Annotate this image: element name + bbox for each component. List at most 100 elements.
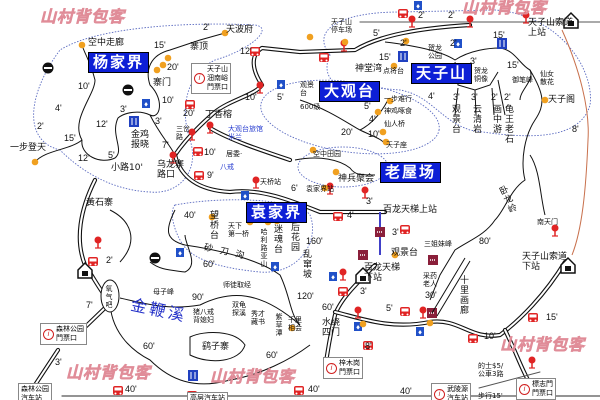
place-label: 百龙天梯 下站 (364, 263, 401, 283)
place-label: 云清岩 (471, 104, 481, 134)
walk-time-label: 3' (55, 357, 62, 367)
scenic-spot-dot (379, 128, 387, 136)
walk-time-label: 10' (78, 81, 90, 91)
scenic-spot-dot (159, 61, 167, 69)
place-label: 乌龙寨 路口 (157, 160, 185, 180)
svg-text:♦: ♦ (242, 194, 247, 201)
place-label: 百龙天梯上站 (383, 205, 438, 215)
info-icon: i (43, 328, 54, 340)
walk-time-label: 15' (154, 40, 166, 50)
place-label: 大观台旅馆 米兰 (228, 125, 263, 141)
bus-stop-pin-icon (361, 186, 369, 199)
toilet-icon: ♦ (454, 39, 462, 49)
place-label: 猪八戒 背媳妇 (193, 308, 214, 324)
walk-time-label: 5' (364, 101, 371, 111)
walk-time-label: 5' (277, 92, 284, 102)
walk-time-label: 8' (365, 341, 372, 351)
scenic-spot-dot (78, 41, 86, 49)
walk-time-label: 4' (347, 210, 354, 220)
scenic-spot-dot (221, 29, 229, 37)
region-label: 杨家界 (88, 52, 150, 73)
svg-text:♦: ♦ (143, 102, 148, 109)
svg-text:♦: ♦ (415, 4, 420, 11)
walk-time-label: 80' (479, 236, 491, 246)
scenic-spot-dot (426, 319, 434, 327)
toilet-icon: ♦ (416, 327, 424, 337)
scenic-spot-dot (332, 168, 340, 176)
walk-time-label: 2' (400, 38, 407, 48)
place-label: 观景台 (391, 248, 419, 258)
yangjiajie-boundary (33, 23, 263, 193)
oxygen-bar-ellipse (100, 279, 120, 313)
place-label: 御笔峰 (512, 76, 533, 84)
scenic-spot-dot (541, 96, 549, 104)
road-segment (34, 349, 59, 386)
place-label: 空中田园 (313, 150, 341, 158)
scenic-spot-dot (386, 97, 394, 105)
bus-icon (338, 287, 348, 296)
info-box-text: 標志門 門票口 (532, 380, 553, 397)
walk-time-label: 40' (400, 386, 412, 396)
walk-time-label: 7' (162, 140, 169, 150)
svg-text:♦: ♦ (177, 251, 182, 258)
restaurant-icon (398, 51, 408, 62)
walk-time-label: 2' (448, 10, 455, 20)
scenic-spot-dot (359, 320, 367, 328)
place-label: 采药 老人 (423, 272, 437, 288)
place-label: 乱窜坡 (301, 249, 311, 279)
walk-time-label: 9' (207, 170, 214, 180)
place-label: 贺龙 铜像 (474, 67, 488, 83)
place-label: 观景 台 (300, 81, 314, 97)
place-label: 鹞子寨 (202, 342, 230, 352)
place-label: 空中走廊 (88, 38, 125, 48)
bus-icon (398, 9, 408, 18)
bus-icon (363, 341, 373, 350)
bus-icon (528, 313, 538, 322)
no-entry-icon (122, 84, 134, 96)
svg-text:♦: ♦ (455, 42, 460, 49)
toilet-icon: ♦ (414, 1, 422, 11)
watermark-logo: 山村背包客 (500, 335, 586, 354)
walk-time-label: 30' (425, 290, 437, 300)
walk-time-label: 3' (360, 286, 367, 296)
place-label: 神鸡啄食 (384, 107, 412, 115)
scenic-spot-dot (288, 324, 296, 332)
walk-time-label: 7' (86, 300, 93, 310)
walk-time-label: 3' (120, 104, 127, 114)
walk-time-label: 4' (55, 103, 62, 113)
place-label: 氧气吧 (105, 285, 113, 309)
scenic-spot-dot (309, 146, 317, 154)
walk-time-label: 15' (507, 60, 519, 70)
scenic-spot-dot (382, 138, 390, 146)
bus-icon (333, 212, 343, 221)
info-box-text: 森林公园 汽车站 (21, 385, 49, 400)
bus-stop-pin-icon (169, 151, 177, 164)
walk-time-label: 2' (203, 22, 210, 32)
walk-time-label: 4' (369, 114, 376, 124)
place-label: 双龟 探溪 (232, 301, 246, 317)
watermark-logo: 山村背包客 (40, 7, 126, 26)
walk-time-label: 10' (204, 147, 216, 157)
place-label: 金鸡 报晓 (131, 130, 150, 150)
scenic-spot-dot (321, 184, 329, 192)
place-label: 龟王老石 (503, 104, 513, 144)
place-label: 神堂湾 (355, 64, 383, 74)
bus-stop-pin-icon (528, 356, 536, 369)
walk-time-label: 15' (64, 133, 76, 143)
place-label: 寨门 (153, 78, 172, 88)
info-box-text: 天子山 沺南峪 門票口 (207, 65, 228, 91)
walk-time-label: 120' (297, 291, 314, 301)
svg-text:♦: ♦ (272, 265, 277, 272)
bus-icon (194, 171, 204, 180)
walk-time-label: 20' (183, 108, 195, 118)
walk-time-label: 60' (143, 341, 155, 351)
watermark-logo: 山村背包客 (462, 0, 548, 17)
bus-icon (193, 147, 203, 156)
scenic-spot-dot (164, 54, 172, 62)
walk-time-label: 3' (392, 227, 399, 237)
bus-stop-pin-icon (252, 176, 260, 189)
scenic-spot-dot (306, 33, 314, 41)
